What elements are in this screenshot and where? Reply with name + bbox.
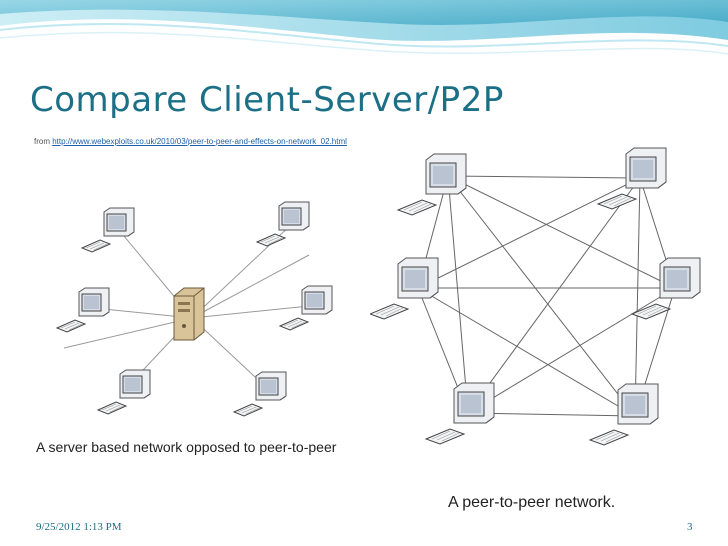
workstation-icon xyxy=(370,257,439,320)
mesh-links xyxy=(417,175,676,417)
source-prefix: from xyxy=(34,137,50,146)
workstation-icon xyxy=(233,371,287,417)
workstation-icon xyxy=(97,369,151,415)
left-diagram-caption: A server based network opposed to peer-t… xyxy=(36,439,337,455)
page-number: 3 xyxy=(687,521,693,533)
header-wave-decoration xyxy=(0,0,728,55)
workstation-icon xyxy=(81,207,135,253)
workstation-icon xyxy=(597,147,667,210)
slide-title: Compare Client-Server/P2P xyxy=(30,80,504,120)
peer-to-peer-diagram xyxy=(370,147,701,446)
right-diagram-caption: A peer-to-peer network. xyxy=(448,494,616,511)
workstation-icon xyxy=(589,383,659,446)
client-server-diagram xyxy=(56,201,333,417)
footer-date: 9/25/2012 1:13 PM xyxy=(36,521,122,533)
source-link[interactable]: http://www.webexploits.co.uk/2010/03/pee… xyxy=(52,137,347,146)
workstation-icon xyxy=(56,287,110,333)
workstation-icon xyxy=(256,201,310,247)
source-line: from http://www.webexploits.co.uk/2010/0… xyxy=(34,137,347,146)
server-icon xyxy=(173,287,205,341)
workstation-icon xyxy=(397,153,467,216)
workstation-icon xyxy=(425,382,495,445)
